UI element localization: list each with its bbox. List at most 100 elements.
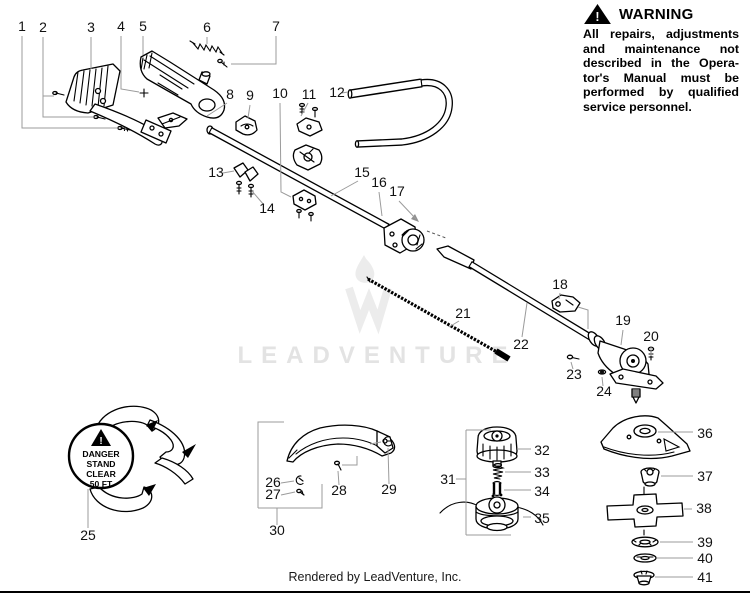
warning-title: WARNING <box>619 5 694 23</box>
part-number-16: 16 <box>371 174 387 190</box>
part-number-4: 4 <box>117 18 125 34</box>
flex-driveshaft-drawing <box>366 276 511 362</box>
part-number-41: 41 <box>697 569 713 585</box>
part-number-1: 1 <box>18 18 26 34</box>
blade-adapter-drawing <box>640 467 660 536</box>
decal-text-line: 50 FT <box>90 479 113 489</box>
grass-shield-drawing <box>286 424 396 496</box>
part-number-35: 35 <box>534 510 550 526</box>
leadventure-flame-icon <box>355 255 375 283</box>
footer-credit: Rendered by LeadVenture, Inc. <box>288 570 462 584</box>
leader-line-24 <box>601 376 604 387</box>
upper-shaft-drawing <box>206 125 390 231</box>
leader-line-22 <box>521 302 528 338</box>
leader-line-28 <box>342 456 358 466</box>
svg-text:!: ! <box>595 10 599 24</box>
leader-line-17 <box>398 200 417 220</box>
watermark-text: LEADVENTURE <box>237 342 516 369</box>
trimmer-head-drawing <box>439 426 544 532</box>
part-number-39: 39 <box>697 534 713 550</box>
leader-line-29 <box>387 447 390 485</box>
leader-line-21 <box>448 320 460 328</box>
leader-line-1 <box>21 36 118 129</box>
coupler-drawing <box>383 214 447 254</box>
lower-shaft-gearbox-drawing <box>436 245 664 404</box>
part-number-31: 31 <box>440 471 456 487</box>
phillips-screw-icon <box>139 88 149 98</box>
spring-icon <box>492 465 505 480</box>
warning-text-line: described in the Opera- <box>583 56 739 71</box>
part-number-29: 29 <box>381 481 397 497</box>
hanger-bracket-drawing <box>551 294 581 313</box>
svg-text:!: ! <box>99 436 102 447</box>
warning-text-line: All repairs, adjustments <box>583 27 739 41</box>
part-number-13: 13 <box>208 164 224 180</box>
part-number-18: 18 <box>552 276 568 292</box>
danger-triangle-icon <box>91 429 111 446</box>
part-number-11: 11 <box>302 86 317 102</box>
part-number-5: 5 <box>139 18 147 34</box>
leader-line-2 <box>42 96 94 118</box>
leader-line-18 <box>577 306 589 329</box>
blade-hardware-drawing <box>631 536 659 586</box>
warning-text-line: tor's Manual must be <box>583 70 739 85</box>
screw-icon <box>566 354 574 360</box>
leader-line-8 <box>206 102 228 117</box>
decal-text-line: STAND <box>87 459 116 469</box>
part-number-23: 23 <box>566 366 582 382</box>
part-number-7: 7 <box>272 18 280 34</box>
parts-artwork: ! DANGER STAND CLEAR 50 FT <box>52 40 691 586</box>
part-number-14: 14 <box>259 200 275 216</box>
part-number-15: 15 <box>354 164 370 180</box>
leader-line-12 <box>341 91 349 94</box>
leadventure-mark-icon <box>345 286 392 335</box>
part-number-21: 21 <box>455 305 471 321</box>
clamp-cluster-drawing <box>233 102 323 222</box>
leader-line-15 <box>330 180 359 197</box>
warning-body: All repairs, adjustments and maintenance… <box>583 27 739 115</box>
leader-line-26 <box>280 480 295 484</box>
leader-line-16 <box>378 191 383 217</box>
leader-line-11 <box>300 102 309 117</box>
part-number-2: 2 <box>39 19 47 35</box>
part-number-27: 27 <box>265 486 281 502</box>
part-number-28: 28 <box>331 482 347 498</box>
leader-line-30 <box>257 421 284 508</box>
warning-text-line: service personnel. <box>583 99 692 114</box>
warning-triangle-icon: ! <box>584 3 611 24</box>
part-number-3: 3 <box>87 19 95 35</box>
danger-decal-drawing: ! DANGER STAND CLEAR 50 FT <box>67 405 196 513</box>
part-number-12: 12 <box>329 84 345 100</box>
throttle-spring-drawing <box>189 40 228 85</box>
part-number-25: 25 <box>80 527 96 543</box>
leader-line-23 <box>570 361 574 370</box>
leader-line-14 <box>251 190 265 206</box>
part-number-6: 6 <box>203 19 211 35</box>
part-number-34: 34 <box>534 483 550 499</box>
part-number-24: 24 <box>596 383 612 399</box>
part-number-17: 17 <box>389 183 405 199</box>
leader-line-7 <box>231 36 277 65</box>
part-number-8: 8 <box>226 86 234 102</box>
j-handlebar-drawing <box>347 78 453 148</box>
warning-text-line: performed by qualified <box>583 85 739 100</box>
part-number-37: 37 <box>697 468 713 484</box>
part-number-40: 40 <box>697 550 713 566</box>
decal-text-line: DANGER <box>82 449 120 459</box>
part-number-30: 30 <box>269 522 285 538</box>
leader-line-28 <box>337 470 340 486</box>
leader-line-30 <box>258 484 323 509</box>
rear-handle-drawing <box>139 50 226 129</box>
part-number-22: 22 <box>513 336 529 352</box>
part-number-19: 19 <box>615 312 631 328</box>
leader-line-2 <box>42 37 54 97</box>
brush-blade-drawing <box>606 493 684 528</box>
leader-line-29 <box>369 441 382 445</box>
decal-text-line: CLEAR <box>86 469 116 479</box>
part-number-20: 20 <box>643 328 659 344</box>
clip-icon <box>295 475 304 485</box>
part-number-32: 32 <box>534 442 550 458</box>
